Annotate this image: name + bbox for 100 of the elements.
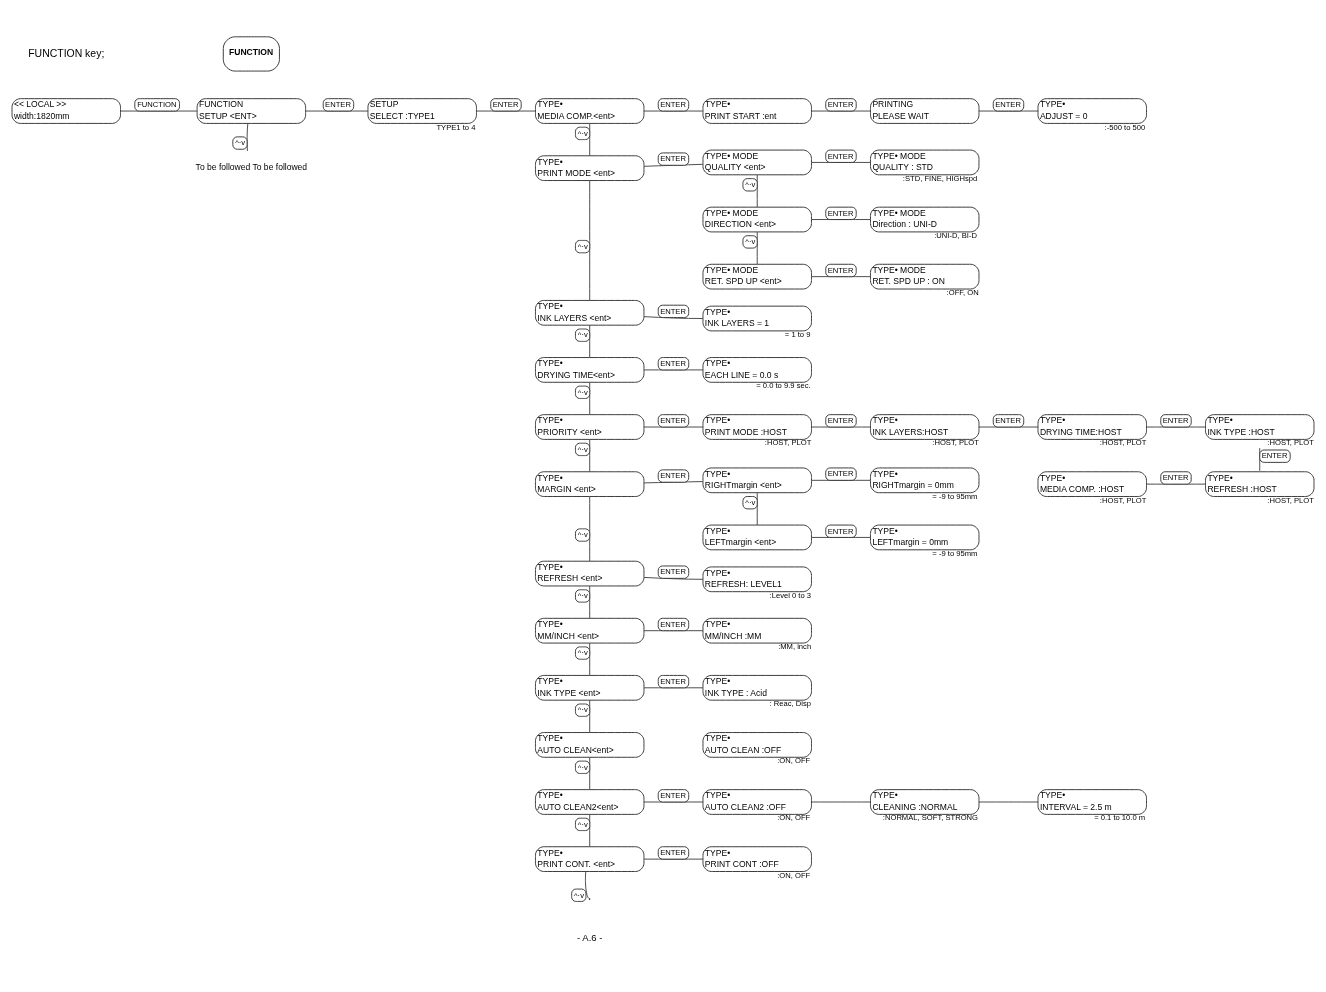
edge-label: ^·v bbox=[577, 704, 588, 714]
edge-label: ^·v bbox=[577, 819, 588, 829]
node-label: = -9 to 95mm bbox=[932, 491, 978, 501]
node-box: TYPE• MODE QUALITY : STD bbox=[870, 149, 980, 175]
edge-label: ^·v bbox=[235, 137, 246, 147]
edge-label: ENTER bbox=[660, 847, 686, 857]
edge-label: ENTER bbox=[660, 153, 686, 163]
edge-label: ENTER bbox=[660, 566, 686, 576]
node-label: :HOST, PLOT bbox=[932, 437, 979, 447]
edge-label: ^·v bbox=[577, 590, 588, 600]
label: FUNCTION key; bbox=[28, 47, 105, 59]
node-label: = 0.1 to 10.0 m bbox=[1094, 812, 1146, 822]
edge-label: ENTER bbox=[660, 415, 686, 425]
node-label: :HOST, PLOT bbox=[764, 437, 812, 447]
edge-label: ENTER bbox=[1261, 450, 1288, 460]
node-text: To be followed To be followed bbox=[195, 161, 308, 172]
connector bbox=[584, 870, 590, 899]
node-box: TYPE• PRINT CONT. <ent> bbox=[535, 845, 645, 872]
connector bbox=[589, 179, 591, 301]
node-label: :HOST, PLOT bbox=[1099, 437, 1147, 447]
node-label: :-500 to 500 bbox=[1104, 122, 1146, 132]
node-box: TYPE• PRINT MODE <ent> bbox=[535, 154, 645, 181]
edge-label: ENTER bbox=[827, 265, 854, 275]
node-box: TYPE• MM/INCH <ent> bbox=[535, 617, 645, 644]
edge-label: ENTER bbox=[827, 151, 854, 161]
node-label: :OFF, ON bbox=[946, 287, 979, 297]
edge-label: ENTER bbox=[660, 358, 686, 368]
node-box: TYPE• MODE QUALITY <ent> bbox=[702, 149, 812, 175]
node-box: FUNCTION bbox=[222, 35, 280, 72]
edge-label: ^·v bbox=[745, 236, 756, 246]
node-label: :ON, OFF bbox=[777, 755, 811, 765]
edge-label: ^·v bbox=[577, 762, 588, 772]
node-label: :STD, FINE, HIGHspd bbox=[902, 173, 978, 183]
node-label: :UNI-D, BI-D bbox=[934, 230, 977, 240]
node-box: FUNCTION SETUP <ENT> bbox=[196, 97, 307, 124]
edge-label: ^·v bbox=[577, 647, 588, 657]
edge-label: ENTER bbox=[995, 415, 1021, 425]
node-label: TYPE1 to 4 bbox=[436, 122, 476, 132]
label: - A.6 - bbox=[577, 931, 603, 943]
edge-label: ENTER bbox=[827, 208, 854, 218]
edge-label: ^·v bbox=[745, 179, 756, 189]
edge-label: ^·v bbox=[577, 529, 588, 539]
node-box: TYPE• MODE Direction : UNI-D bbox=[870, 206, 980, 232]
edge-label: ^·v bbox=[577, 444, 588, 454]
node-box: TYPE• MODE DIRECTION <ent> bbox=[702, 206, 812, 232]
node-box: TYPE• INK LAYERS:HOST bbox=[870, 413, 980, 440]
node-box: TYPE• AUTO CLEAN2 :OFF bbox=[702, 788, 812, 815]
edge-label: FUNCTION bbox=[137, 99, 177, 109]
connector bbox=[643, 315, 704, 319]
connector bbox=[811, 801, 871, 802]
node-box: TYPE• PRINT START :ent bbox=[702, 97, 812, 124]
edge-label: ENTER bbox=[1162, 472, 1189, 482]
node-box: TYPE• INK LAYERS <ent> bbox=[535, 299, 645, 326]
node-label: :Level 0 to 3 bbox=[769, 590, 812, 600]
node-box: TYPE• MODE RET. SPD UP : ON bbox=[870, 263, 980, 289]
node-label: = 1 to 9 bbox=[784, 329, 811, 339]
node-box: TYPE• LEFTmargin <ent> bbox=[702, 524, 812, 550]
edge-label: ENTER bbox=[827, 468, 854, 478]
node-label: :HOST, PLOT bbox=[1099, 495, 1147, 505]
node-box: TYPE• REFRESH: LEVEL1 bbox=[702, 565, 812, 592]
node-box: TYPE• REFRESH <ent> bbox=[535, 560, 645, 586]
node-label: :NORMAL, SOFT, STRONG bbox=[882, 812, 978, 822]
node-box: TYPE• MARGIN <ent> bbox=[535, 470, 645, 497]
node-box: TYPE• INK LAYERS = 1 bbox=[702, 305, 812, 331]
node-box: TYPE• LEFTmargin = 0mm bbox=[870, 524, 980, 550]
node-box: TYPE• INTERVAL = 2.5 m bbox=[1037, 788, 1147, 815]
node-box: TYPE• INK TYPE : Acid bbox=[702, 674, 812, 701]
connector bbox=[978, 801, 1039, 802]
node-box: PRINTING PLEASE WAIT bbox=[870, 97, 980, 124]
node-label: :MM, inch bbox=[778, 641, 812, 651]
edge-label: ENTER bbox=[660, 306, 686, 316]
edge-label: ENTER bbox=[1162, 415, 1189, 425]
node-box: TYPE• AUTO CLEAN<ent> bbox=[535, 731, 645, 758]
node-label: = -9 to 95mm bbox=[932, 548, 978, 558]
node-box: TYPE• RIGHTmargin = 0mm bbox=[870, 466, 980, 493]
node-box: TYPE• CLEANING :NORMAL bbox=[870, 788, 980, 815]
node-label: :HOST, PLOT bbox=[1267, 437, 1314, 447]
node-label: : Reac, Disp bbox=[769, 698, 812, 708]
node-box: TYPE• PRINT MODE :HOST bbox=[702, 413, 812, 440]
node-box: TYPE• DRYING TIME<ent> bbox=[535, 356, 645, 383]
node-box: TYPE• RIGHTmargin <ent> bbox=[702, 466, 812, 493]
node-box: TYPE• AUTO CLEAN :OFF bbox=[702, 731, 812, 758]
node-box: TYPE• MEDIA COMP. :HOST bbox=[1037, 470, 1147, 497]
node-label: :ON, OFF bbox=[777, 870, 811, 880]
node-box: TYPE• MODE RET. SPD UP <ent> bbox=[702, 263, 812, 289]
node-box: TYPE• REFRESH :HOST bbox=[1205, 470, 1315, 497]
node-box: << LOCAL >> width:1820mm bbox=[11, 97, 121, 124]
node-label: :ON, OFF bbox=[777, 812, 811, 822]
edge-label: ENTER bbox=[660, 790, 686, 800]
node-box: TYPE• INK TYPE <ent> bbox=[535, 674, 645, 701]
node-box: TYPE• AUTO CLEAN2<ent> bbox=[535, 788, 645, 815]
edge-label: ENTER bbox=[827, 99, 854, 109]
edge-label: ^·v bbox=[577, 128, 588, 138]
connector bbox=[589, 495, 591, 562]
node-label: :HOST, PLOT bbox=[1267, 495, 1314, 505]
edge-label: ENTER bbox=[660, 470, 686, 480]
edge-label: ENTER bbox=[660, 619, 686, 629]
node-box: TYPE• MM/INCH :MM bbox=[702, 617, 812, 644]
node-label: = 0.0 to 9.9 sec. bbox=[756, 380, 811, 390]
edge-label: ENTER bbox=[995, 99, 1021, 109]
